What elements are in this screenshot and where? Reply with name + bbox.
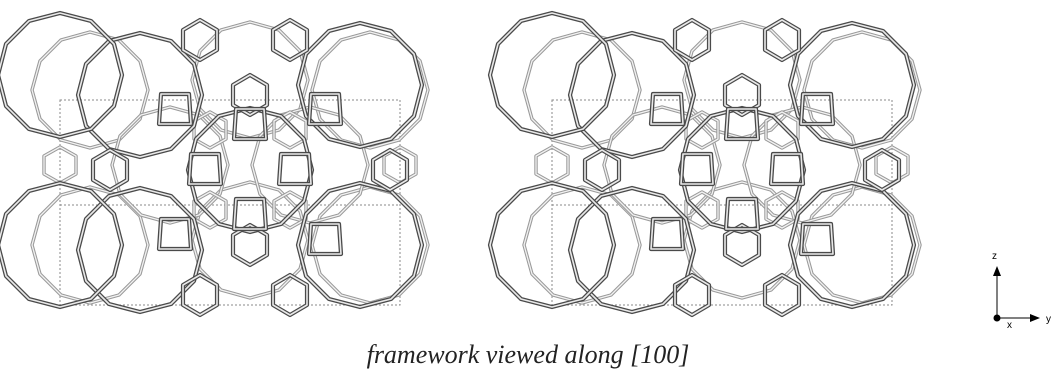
- framework-right-view: [490, 13, 920, 315]
- axis-indicator: z x y: [992, 251, 1051, 331]
- axis-y-label: y: [1046, 314, 1051, 325]
- axis-z-label: z: [992, 251, 997, 262]
- framework-left-view: [0, 13, 428, 315]
- figure-caption: framework viewed along [100]: [366, 340, 690, 369]
- axis-x-label: x: [1007, 320, 1012, 331]
